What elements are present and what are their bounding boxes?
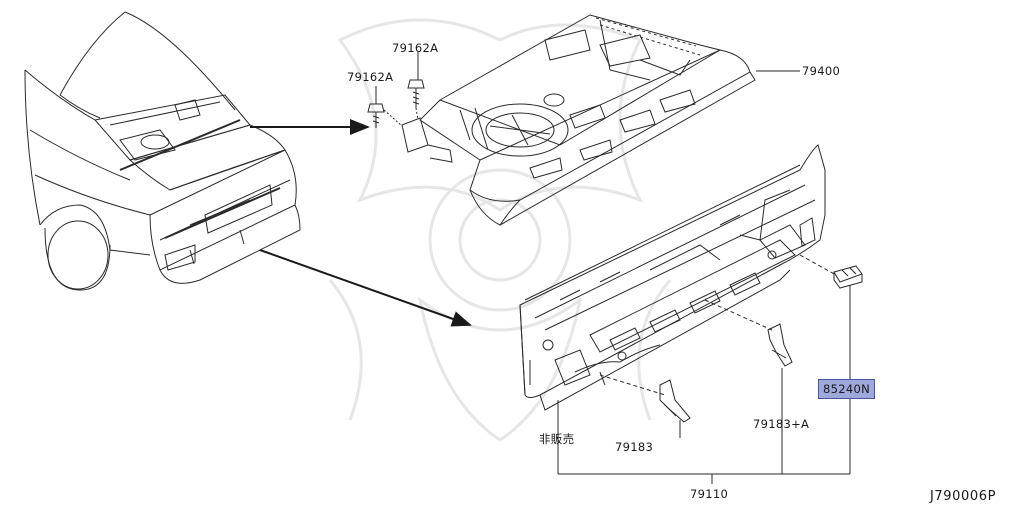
watermark-emblem — [328, 18, 672, 442]
diagram-reference-code: J790006P — [930, 489, 997, 504]
vehicle-rear-view — [24, 11, 301, 291]
label-bracket-lh[interactable]: 79183 — [615, 440, 654, 454]
label-bracket-connector-highlighted[interactable]: 85240N — [818, 379, 875, 399]
back-panel-drawing — [519, 144, 826, 411]
label-rear-parcel-shelf[interactable]: 79400 — [802, 64, 841, 78]
rear-parcel-shelf-drawing — [401, 14, 756, 226]
label-not-for-sale: 非販売 — [539, 432, 575, 446]
label-bracket-rh[interactable]: 79183+A — [753, 417, 810, 431]
label-bolt-left[interactable]: 79162A — [347, 70, 394, 84]
label-back-panel-assy[interactable]: 79110 — [690, 487, 729, 501]
assembly-guides — [599, 254, 837, 396]
bracket-drawings — [659, 265, 863, 423]
callout-arrows — [250, 119, 472, 327]
label-bolt-upper[interactable]: 79162A — [392, 41, 439, 55]
bolt-drawings — [367, 79, 425, 128]
